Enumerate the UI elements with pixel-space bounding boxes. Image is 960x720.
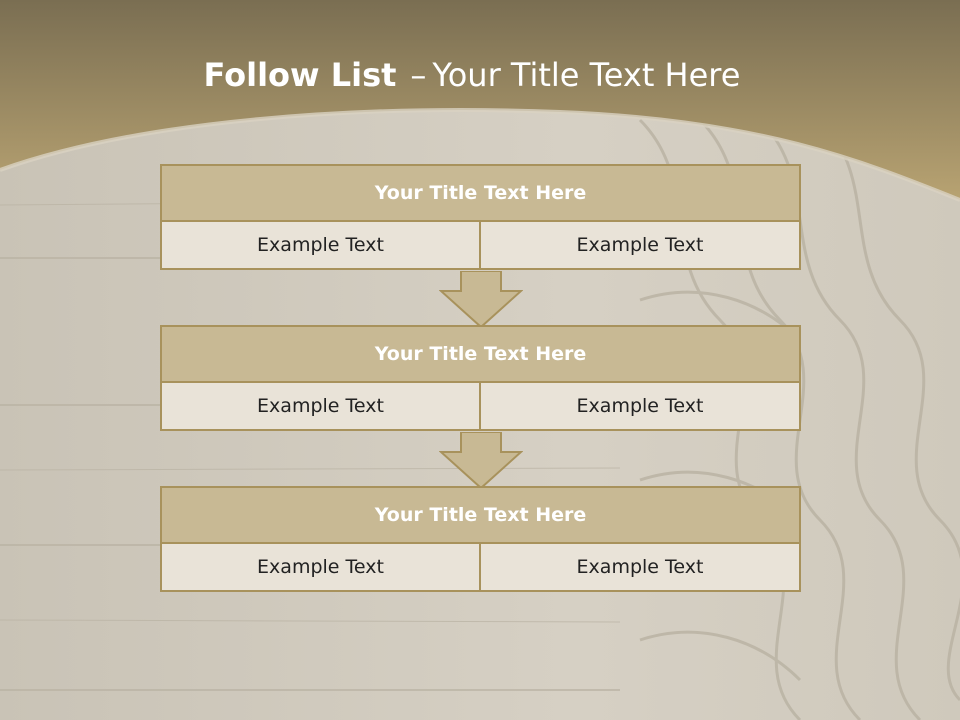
block-row: Example Text Example Text (160, 542, 801, 592)
block-title: Your Title Text Here (160, 486, 801, 544)
block-cell-left: Example Text (160, 381, 481, 431)
title-rest: Your Title Text Here (432, 56, 741, 94)
block-cell-right: Example Text (481, 381, 801, 431)
block-title: Your Title Text Here (160, 164, 801, 222)
block-title: Your Title Text Here (160, 325, 801, 383)
title-bold-part: Follow List (203, 56, 397, 94)
down-arrow-icon (439, 432, 523, 490)
slide-title: Follow List–Your Title Text Here (0, 52, 944, 98)
block-cell-right: Example Text (481, 542, 801, 592)
block-row: Example Text Example Text (160, 220, 801, 270)
title-dash: – (410, 56, 427, 94)
down-arrow-icon (439, 271, 523, 329)
block-cell-left: Example Text (160, 542, 481, 592)
block-cell-right: Example Text (481, 220, 801, 270)
block-cell-left: Example Text (160, 220, 481, 270)
block-row: Example Text Example Text (160, 381, 801, 431)
